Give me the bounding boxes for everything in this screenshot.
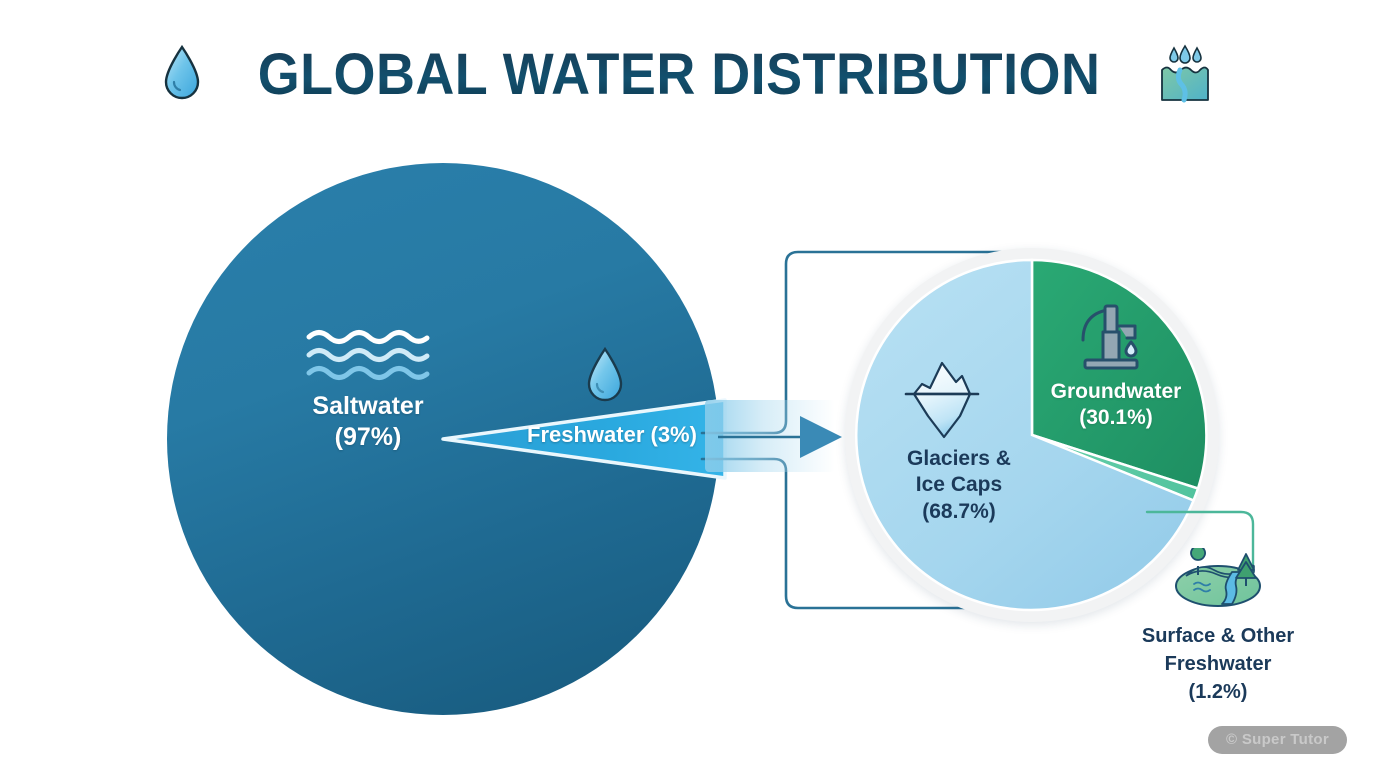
groundwater-slice bbox=[1030, 258, 1208, 491]
page-title: GLOBAL WATER DISTRIBUTION bbox=[0, 44, 1376, 106]
glaciers-label: Glaciers & Ice Caps (68.7%) bbox=[865, 446, 1053, 525]
surface-name-line2: Freshwater bbox=[1164, 653, 1272, 675]
water-droplet-icon bbox=[160, 44, 204, 106]
right-arrow-icon bbox=[718, 416, 842, 458]
watermark: © Super Tutor bbox=[1208, 726, 1348, 754]
title-text: GLOBAL WATER DISTRIBUTION bbox=[257, 42, 1101, 107]
river-landscape-icon bbox=[1172, 545, 1264, 608]
surface-other-label: Surface & Other Freshwater (1.2%) bbox=[1096, 622, 1340, 706]
pie-slices bbox=[854, 258, 1208, 612]
freshwater-breakdown-pie: Glaciers & Ice Caps (68.7%) Groundwater … bbox=[845, 248, 1219, 622]
saltwater-percent: (97%) bbox=[334, 422, 402, 451]
saltwater-label: Saltwater (97%) bbox=[263, 391, 473, 452]
water-pump-icon bbox=[1063, 296, 1159, 376]
freshwater-label: Freshwater (3%) bbox=[527, 422, 697, 447]
glaciers-name-line2: Ice Caps bbox=[915, 473, 1003, 497]
saltwater-name: Saltwater bbox=[312, 392, 424, 420]
glaciers-percent: (68.7%) bbox=[922, 499, 996, 523]
surface-name-line1: Surface & Other bbox=[1141, 625, 1295, 647]
groundwater-percent: (30.1%) bbox=[1079, 406, 1153, 430]
iceberg-icon bbox=[904, 358, 980, 442]
water-droplet-icon bbox=[582, 345, 628, 409]
glaciers-name-line1: Glaciers & bbox=[907, 447, 1011, 470]
main-pie-chart: Saltwater (97%) bbox=[167, 163, 727, 715]
groundwater-label: Groundwater (30.1%) bbox=[1021, 379, 1211, 432]
waves-icon bbox=[303, 326, 433, 384]
surface-leader-line bbox=[1145, 510, 1255, 576]
surface-percent: (1.2%) bbox=[1188, 681, 1248, 703]
groundwater-name: Groundwater bbox=[1050, 380, 1182, 403]
glaciers-slice bbox=[854, 258, 1196, 612]
river-landscape-icon bbox=[1154, 44, 1216, 106]
